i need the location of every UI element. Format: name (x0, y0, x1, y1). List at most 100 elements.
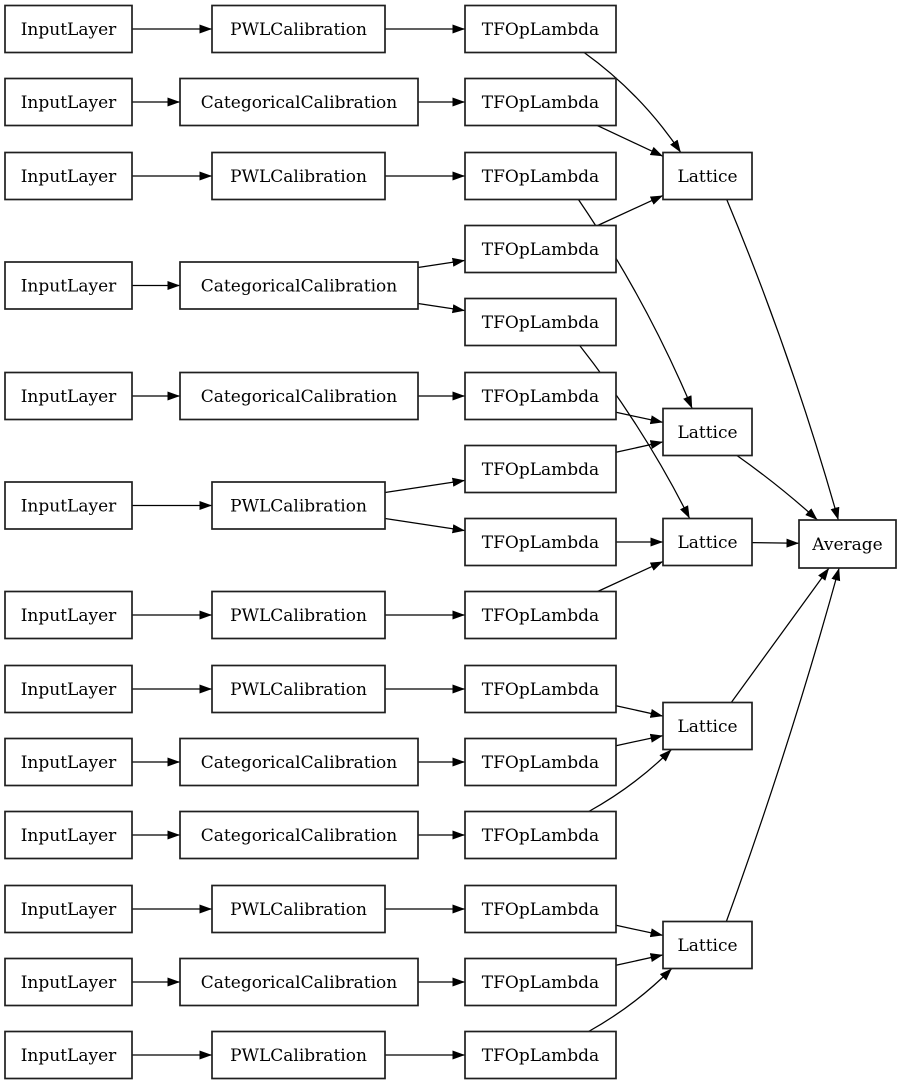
node-label: PWLCalibration (230, 606, 367, 626)
node-categoricalcalibration: CategoricalCalibration (179, 810, 419, 860)
node-label: CategoricalCalibration (201, 387, 397, 407)
node-label: InputLayer (21, 680, 117, 700)
node-tfoplambda: TFOpLambda (464, 444, 617, 494)
node-label: InputLayer (21, 753, 117, 773)
node-box (464, 590, 617, 640)
node-box (211, 151, 386, 201)
node-categoricalcalibration: CategoricalCalibration (179, 371, 419, 421)
node-box (464, 77, 617, 127)
edge-t2-l1 (597, 124, 664, 157)
node-pwlcalibration: PWLCalibration (211, 151, 386, 201)
node-label: TFOpLambda (482, 313, 599, 333)
node-label: TFOpLambda (482, 973, 599, 993)
node-pwlcalibration: PWLCalibration (211, 884, 386, 934)
node-inputlayer: InputLayer (4, 481, 133, 530)
node-box (662, 407, 753, 457)
edge-c4-t4 (417, 257, 466, 269)
node-box (4, 371, 133, 421)
edge-t5-l3 (579, 345, 691, 519)
node-label: TFOpLambda (482, 240, 599, 260)
node-box (464, 224, 617, 274)
node-tfoplambda: TFOpLambda (464, 957, 617, 1007)
node-label: InputLayer (21, 606, 117, 626)
node-box (179, 737, 419, 787)
node-tfoplambda: TFOpLambda (464, 590, 617, 640)
edge-l3-avg (751, 538, 800, 548)
node-lattice: Lattice (662, 517, 753, 567)
node-box (464, 1030, 617, 1080)
node-box (464, 4, 617, 54)
edge-t10-l4 (615, 705, 664, 718)
node-lattice: Lattice (662, 407, 753, 457)
node-label: TFOpLambda (482, 680, 599, 700)
node-box (4, 664, 133, 714)
node-label: InputLayer (21, 20, 117, 40)
node-label: Lattice (677, 533, 737, 553)
node-inputlayer: InputLayer (4, 371, 133, 421)
edge-t11-l4 (615, 733, 664, 747)
edge-t13-l5 (615, 924, 664, 938)
node-box (464, 957, 617, 1007)
node-box (179, 371, 419, 421)
node-categoricalcalibration: CategoricalCalibration (179, 261, 419, 310)
node-box (211, 664, 386, 714)
node-label: InputLayer (21, 167, 117, 187)
node-label: InputLayer (21, 900, 117, 920)
edge-l4-avg (730, 567, 830, 703)
node-label: TFOpLambda (482, 533, 599, 553)
edge-t7-l2 (615, 440, 664, 453)
node-lattice: Lattice (662, 151, 753, 201)
node-label: InputLayer (21, 973, 117, 993)
node-inputlayer: InputLayer (4, 77, 133, 127)
node-tfoplambda: TFOpLambda (464, 4, 617, 54)
node-inputlayer: InputLayer (4, 884, 133, 934)
node-box (4, 884, 133, 934)
node-box (464, 517, 617, 567)
node-label: TFOpLambda (482, 606, 599, 626)
node-box (4, 1030, 133, 1080)
node-box (662, 517, 753, 567)
node-box (464, 444, 617, 494)
node-categoricalcalibration: CategoricalCalibration (179, 77, 419, 127)
node-label: InputLayer (21, 497, 117, 517)
node-label: Lattice (677, 936, 737, 956)
nodes-layer: InputLayerInputLayerInputLayerInputLayer… (4, 4, 897, 1080)
node-label: InputLayer (21, 93, 117, 113)
node-pwlcalibration: PWLCalibration (211, 590, 386, 640)
node-label: Lattice (677, 423, 737, 443)
node-pwlcalibration: PWLCalibration (211, 664, 386, 714)
node-box (662, 920, 753, 970)
node-tfoplambda: TFOpLambda (464, 810, 617, 860)
node-label: InputLayer (21, 1046, 117, 1066)
node-box (179, 957, 419, 1007)
node-box (4, 737, 133, 787)
node-box (179, 810, 419, 860)
node-label: PWLCalibration (230, 680, 367, 700)
node-tfoplambda: TFOpLambda (464, 371, 617, 421)
node-lattice: Lattice (662, 701, 753, 751)
node-box (211, 1030, 386, 1080)
node-tfoplambda: TFOpLambda (464, 737, 617, 787)
node-inputlayer: InputLayer (4, 4, 133, 54)
node-inputlayer: InputLayer (4, 664, 133, 714)
node-label: CategoricalCalibration (201, 826, 397, 846)
edge-c6-t8 (384, 517, 466, 534)
node-box (179, 77, 419, 127)
node-box (798, 519, 897, 569)
node-box (4, 957, 133, 1007)
node-label: TFOpLambda (482, 20, 599, 40)
edge-t14-l5 (615, 953, 664, 966)
node-label: TFOpLambda (482, 900, 599, 920)
node-pwlcalibration: PWLCalibration (211, 4, 386, 54)
node-label: TFOpLambda (482, 826, 599, 846)
node-label: TFOpLambda (482, 167, 599, 187)
node-inputlayer: InputLayer (4, 737, 133, 787)
node-box (4, 481, 133, 530)
node-label: CategoricalCalibration (201, 277, 397, 297)
node-box (464, 884, 617, 934)
node-label: PWLCalibration (230, 20, 367, 40)
edge-t6-l2 (615, 411, 664, 425)
node-box (179, 261, 419, 310)
